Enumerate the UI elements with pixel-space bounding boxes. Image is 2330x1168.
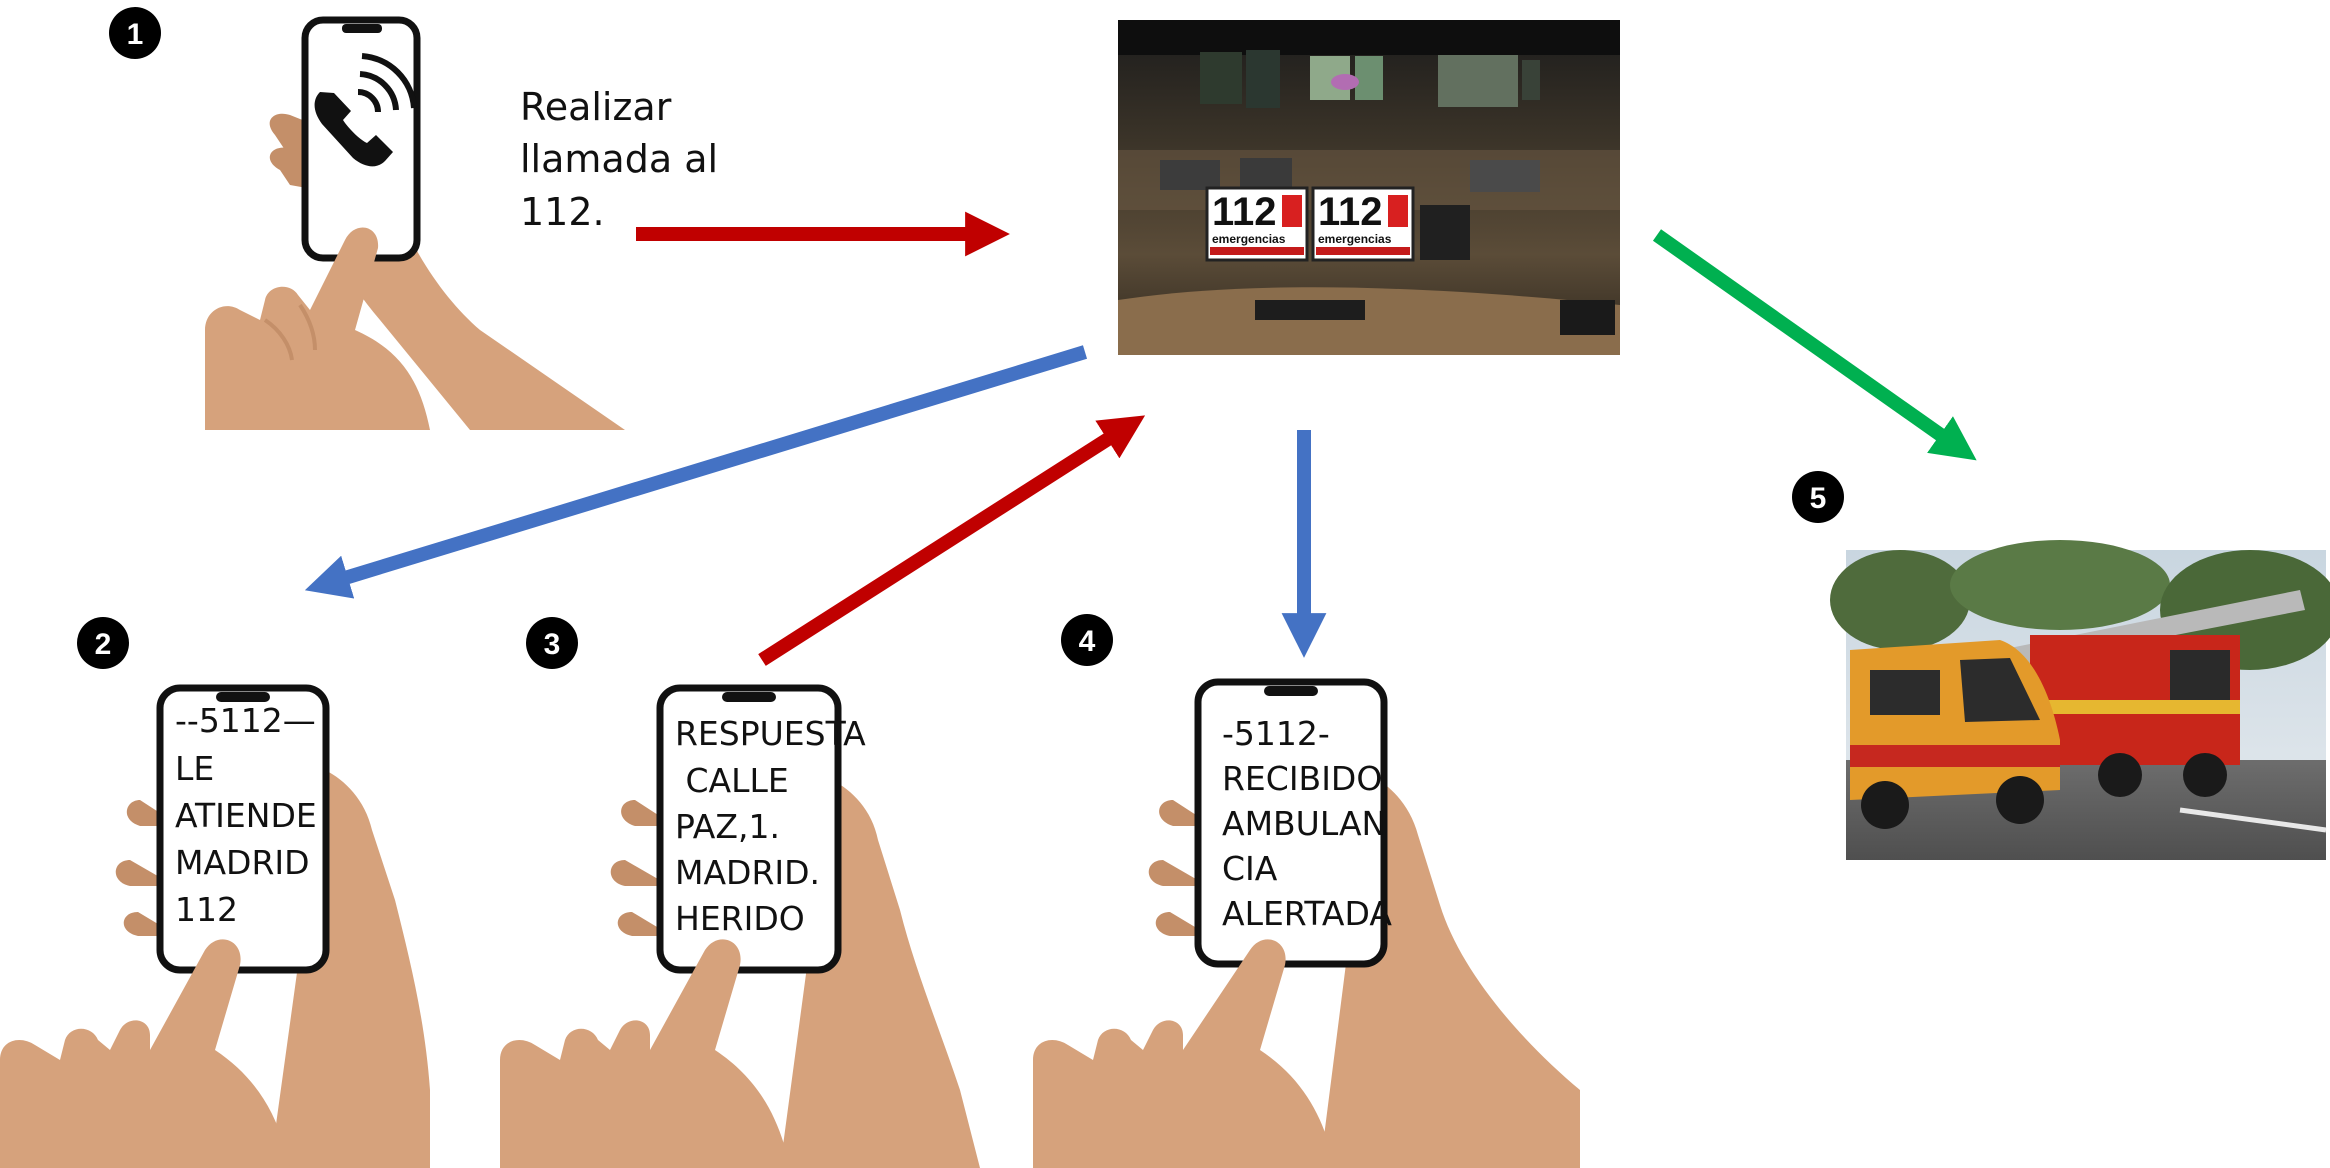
svg-text:llamada al: llamada al (520, 137, 718, 181)
svg-text:RECIBIDO: RECIBIDO (1222, 759, 1382, 798)
svg-text:112: 112 (175, 890, 238, 929)
step-2-hands-phone (0, 684, 430, 1168)
svg-text:AMBULAN: AMBULAN (1222, 804, 1386, 843)
step-4-badge: 4 (1061, 614, 1113, 666)
step-1-hands-phone (205, 16, 625, 430)
phone-call-icon (314, 53, 417, 167)
arrow-center-to-services (1652, 229, 1977, 461)
svg-text:4: 4 (1079, 625, 1096, 658)
step-2-screen-text: --5112— LE ATIENDE MADRID 112 (175, 701, 317, 929)
step-2-badge: 2 (77, 617, 129, 669)
svg-text:112: 112 (1212, 190, 1277, 234)
svg-text:112: 112 (1318, 190, 1383, 234)
svg-text:CALLE: CALLE (675, 761, 789, 800)
svg-text:LE: LE (175, 749, 214, 788)
step-3-hands-phone (500, 684, 980, 1168)
logo-112-right: 112 emergencias (1311, 186, 1415, 262)
svg-text:MADRID: MADRID (175, 843, 310, 882)
step-1-caption: Realizar llamada al 112. (520, 85, 718, 234)
svg-text:PAZ,1.: PAZ,1. (675, 807, 780, 846)
step-4-screen-text: -5112- RECIBIDO AMBULAN CIA ALERTADA (1222, 714, 1392, 933)
svg-text:RESPUESTA: RESPUESTA (675, 714, 866, 753)
emergency-vehicles-photo (1830, 540, 2330, 860)
logo-112-left: 112 emergencias (1205, 186, 1309, 262)
svg-text:--5112—: --5112— (175, 701, 316, 740)
svg-text:CIA: CIA (1222, 849, 1278, 888)
svg-text:ATIENDE: ATIENDE (175, 796, 317, 835)
svg-text:HERIDO: HERIDO (675, 899, 805, 938)
arrow-step3-to-center (758, 415, 1146, 666)
svg-text:1: 1 (127, 18, 144, 51)
svg-text:112.: 112. (520, 190, 605, 234)
svg-text:MADRID.: MADRID. (675, 853, 820, 892)
svg-text:5: 5 (1810, 482, 1827, 515)
step-3-badge: 3 (526, 617, 578, 669)
svg-text:3: 3 (544, 628, 561, 661)
arrow-center-to-step2 (304, 345, 1088, 599)
step-4-hands-phone (1033, 678, 1580, 1168)
control-room-photo: 112 emergencias 112 emergencias (1118, 20, 1620, 355)
step-3-screen-text: RESPUESTA CALLE PAZ,1. MADRID. HERIDO (675, 714, 866, 938)
svg-text:ALERTADA: ALERTADA (1222, 894, 1392, 933)
svg-text:-5112-: -5112- (1222, 714, 1330, 753)
svg-text:Realizar: Realizar (520, 85, 672, 129)
svg-text:emergencias: emergencias (1212, 232, 1286, 246)
svg-text:emergencias: emergencias (1318, 232, 1392, 246)
step-1-badge: 1 (109, 7, 161, 59)
svg-text:2: 2 (95, 628, 112, 661)
step-5-badge: 5 (1792, 471, 1844, 523)
